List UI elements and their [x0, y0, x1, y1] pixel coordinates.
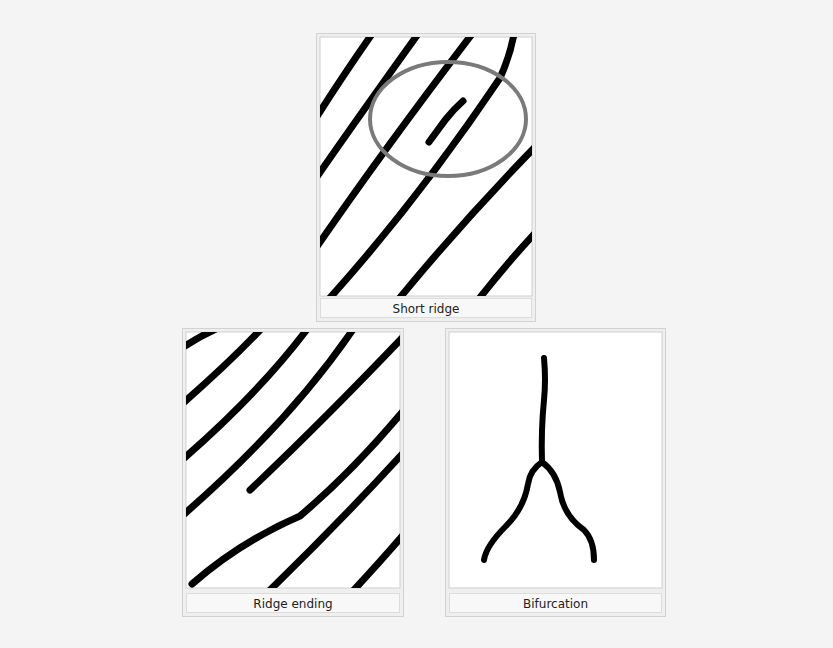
panel-caption: Short ridge — [393, 302, 460, 316]
panel-ground — [445, 328, 666, 617]
ridge — [478, 232, 532, 296]
ridge-ending — [250, 336, 400, 490]
ridge — [192, 410, 400, 584]
ridge-lines — [320, 37, 532, 296]
short-ridge — [429, 101, 463, 142]
panel-caption: Bifurcation — [523, 597, 588, 611]
figure-panel: Ridge ending — [182, 328, 404, 617]
panel-caption: Ridge ending — [253, 597, 332, 611]
ridge-stem — [542, 358, 545, 462]
image-area — [449, 332, 662, 588]
image-area — [320, 37, 532, 296]
ridge — [268, 452, 400, 588]
ridge-lines — [186, 332, 400, 588]
bifurcation-lines — [484, 358, 594, 560]
caption-strip: Short ridge — [320, 298, 532, 318]
ridge — [328, 37, 514, 296]
ridge — [398, 146, 532, 296]
panel-ground — [316, 33, 536, 322]
highlight-ellipse — [370, 62, 526, 176]
caption-strip: Ridge ending — [186, 593, 400, 613]
ridge — [186, 332, 218, 348]
ridge — [186, 332, 308, 460]
panel-ground — [182, 328, 404, 617]
figure-panel: Short ridge — [316, 33, 536, 322]
caption-strip: Bifurcation — [449, 593, 662, 613]
figure-panel: Bifurcation — [445, 328, 666, 617]
ridge-branch — [542, 462, 594, 560]
ridge-branch — [484, 462, 542, 560]
ridge — [320, 37, 418, 178]
ridge — [352, 534, 400, 588]
